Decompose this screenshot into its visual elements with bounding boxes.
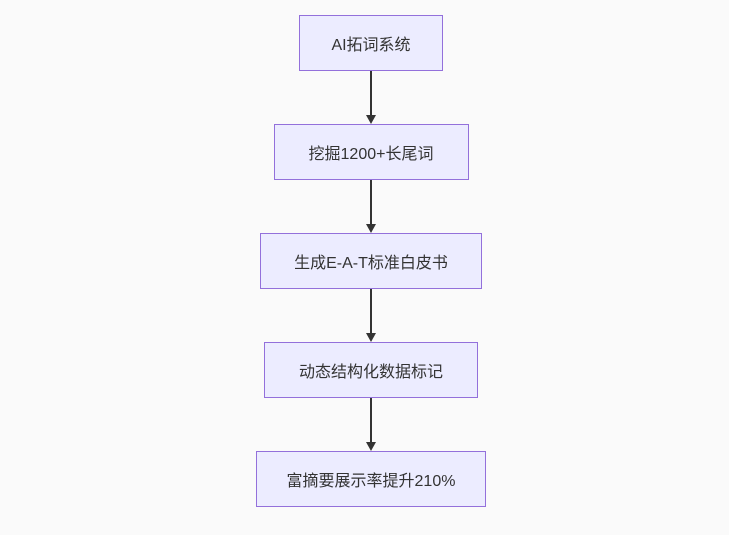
flow-node-rich-snippet-rate: 富摘要展示率提升210% — [256, 451, 486, 507]
flow-arrow — [365, 398, 377, 451]
arrowhead-icon — [366, 442, 376, 451]
arrow-line — [370, 398, 372, 443]
flow-arrow — [365, 71, 377, 124]
arrowhead-icon — [366, 333, 376, 342]
flowchart: AI拓词系统 挖掘1200+长尾词 生成E-A-T标准白皮书 动态结构化数据标记 — [256, 15, 486, 507]
flow-node-label: 挖掘1200+长尾词 — [308, 146, 434, 163]
arrow-line — [370, 71, 372, 116]
flow-node-label: 富摘要展示率提升210% — [286, 473, 456, 490]
flow-node-longtail-mining: 挖掘1200+长尾词 — [273, 124, 469, 180]
flow-arrow — [365, 289, 377, 342]
flow-node-ai-word-expansion: AI拓词系统 — [299, 15, 443, 71]
arrowhead-icon — [366, 224, 376, 233]
flow-node-eat-whitepaper: 生成E-A-T标准白皮书 — [260, 233, 482, 289]
arrow-line — [370, 180, 372, 225]
flow-node-label: 生成E-A-T标准白皮书 — [294, 255, 448, 272]
flow-arrow — [365, 180, 377, 233]
arrow-line — [370, 289, 372, 334]
flow-node-label: AI拓词系统 — [331, 37, 411, 54]
arrowhead-icon — [366, 115, 376, 124]
flow-node-label: 动态结构化数据标记 — [298, 364, 443, 381]
flow-node-structured-data-markup: 动态结构化数据标记 — [264, 342, 478, 398]
